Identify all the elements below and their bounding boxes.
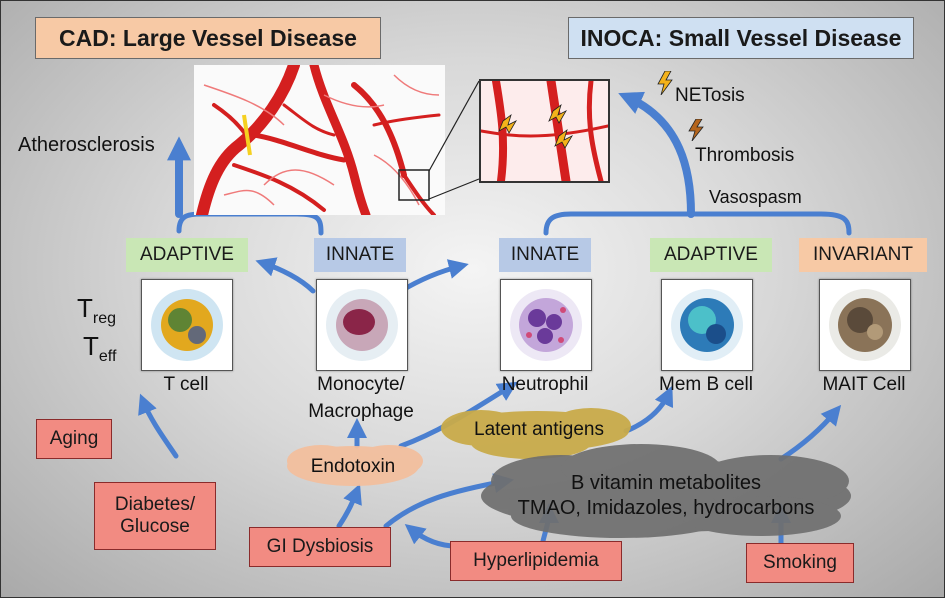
category-innate-2: INNATE bbox=[499, 238, 591, 272]
category-adaptive-1: ADAPTIVE bbox=[126, 238, 248, 272]
endotoxin-label: Endotoxin bbox=[310, 456, 396, 477]
memb-cell-label: Mem B cell bbox=[659, 374, 753, 395]
memb-cell-image bbox=[661, 279, 753, 371]
tcell-icon bbox=[151, 289, 223, 361]
arrow-metabolites-mait bbox=[778, 404, 842, 462]
arrow-gi-endotoxin bbox=[336, 483, 362, 529]
inoca-title: INOCA: Small Vessel Disease bbox=[568, 17, 914, 59]
thrombosis-lightning-icon bbox=[688, 119, 704, 141]
arrow-diabetes-tcell bbox=[138, 393, 179, 459]
small-vessel-illustration bbox=[481, 81, 608, 181]
risk-gi-dysbiosis: GI Dysbiosis bbox=[249, 527, 391, 567]
metabolites-label-1: B vitamin metabolites bbox=[570, 472, 762, 494]
endotoxin-cloud bbox=[287, 445, 423, 486]
metabolites-cloud bbox=[481, 444, 851, 538]
arrow-monocyte-left bbox=[255, 257, 316, 294]
coronary-vessels-illustration bbox=[196, 65, 441, 215]
risk-diabetes-line1: Diabetes/ bbox=[114, 494, 196, 516]
risk-diabetes: Diabetes/ Glucose bbox=[94, 482, 216, 550]
mait-cell-image bbox=[819, 279, 911, 371]
risk-hyperlipidemia: Hyperlipidemia bbox=[450, 541, 622, 581]
mait-cell-label: MAIT Cell bbox=[822, 374, 906, 395]
arrow-latent-memb bbox=[623, 385, 674, 434]
risk-diabetes-line2: Glucose bbox=[120, 516, 190, 537]
metabolites-label-2: TMAO, Imidazoles, hydrocarbons bbox=[517, 497, 815, 519]
small-vessel-inset bbox=[479, 79, 610, 183]
category-invariant: INVARIANT bbox=[799, 238, 927, 272]
neutrophil-icon bbox=[510, 289, 582, 361]
monocyte-icon bbox=[326, 289, 398, 361]
monocyte-label-1: Monocyte/ bbox=[317, 374, 405, 395]
coronary-vessel-image bbox=[194, 65, 445, 215]
thrombosis-label: Thrombosis bbox=[695, 145, 795, 166]
teff-marker: Teff bbox=[83, 331, 117, 366]
monocyte-image bbox=[316, 279, 408, 371]
memb-cell-icon bbox=[671, 289, 743, 361]
latent-antigens-cloud bbox=[441, 408, 631, 459]
arrow-gi-metabolites bbox=[383, 473, 514, 529]
risk-aging: Aging bbox=[36, 419, 112, 459]
category-innate-1: INNATE bbox=[314, 238, 406, 272]
arrow-inoca-bracket bbox=[543, 211, 852, 236]
risk-smoking: Smoking bbox=[746, 543, 854, 583]
treg-marker: Treg bbox=[77, 293, 117, 328]
neutrophil-label: Neutrophil bbox=[501, 374, 589, 395]
latent-antigens-label: Latent antigens bbox=[474, 419, 604, 440]
atherosclerosis-label: Atherosclerosis bbox=[18, 134, 155, 156]
cad-title: CAD: Large Vessel Disease bbox=[35, 17, 381, 59]
netosis-lightning-icon bbox=[657, 71, 673, 95]
arrow-inoca-up bbox=[618, 91, 695, 218]
vasospasm-label: Vasospasm bbox=[709, 187, 802, 207]
neutrophil-image bbox=[500, 279, 592, 371]
tcell-label: T cell bbox=[163, 374, 209, 395]
netosis-label: NETosis bbox=[675, 85, 745, 106]
tcell-image bbox=[141, 279, 233, 371]
category-adaptive-2: ADAPTIVE bbox=[650, 238, 772, 272]
mait-cell-icon bbox=[829, 289, 901, 361]
monocyte-label-2: Macrophage bbox=[308, 401, 414, 422]
